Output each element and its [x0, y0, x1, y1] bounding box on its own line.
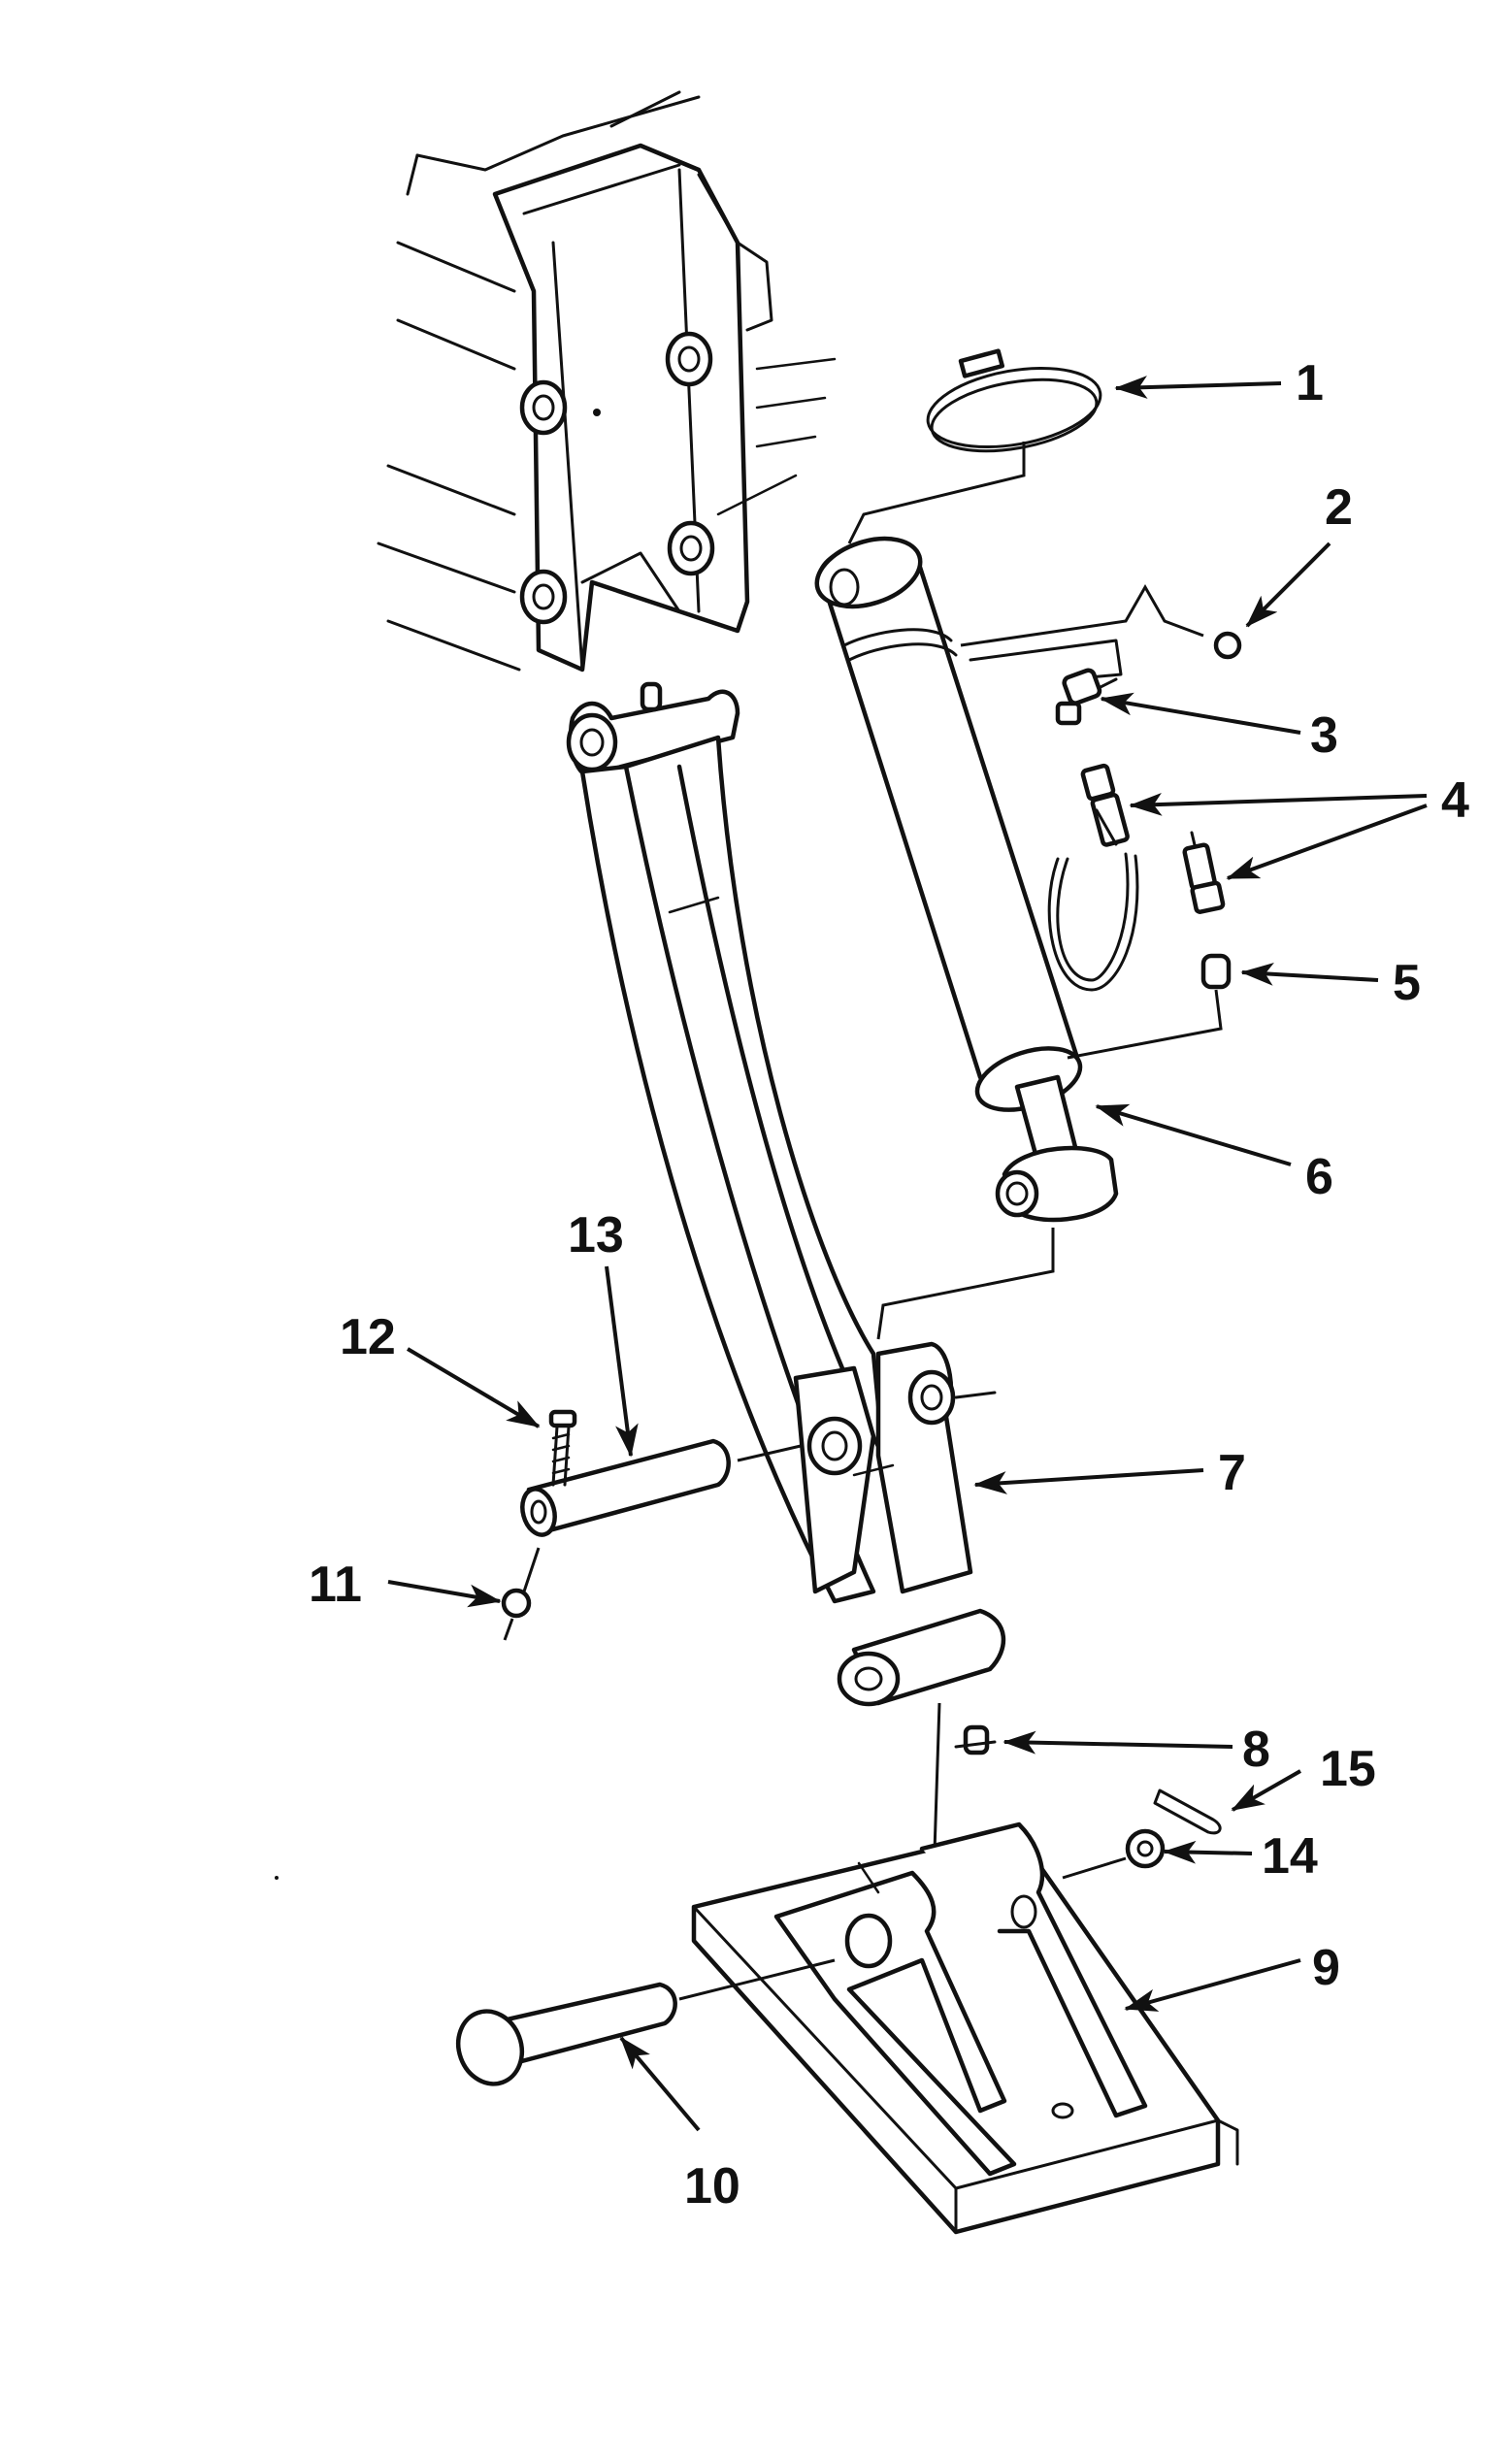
callout-8: 8: [1242, 1722, 1270, 1778]
hose-end-fitting-left: [1080, 763, 1130, 847]
scan-speck: [275, 1876, 279, 1880]
leader-washer-to-base: [1062, 1856, 1127, 1880]
grease-fitting: [954, 1724, 997, 1756]
leader-pin-to-base: [678, 1958, 836, 2001]
lift-arm: [566, 681, 1006, 1707]
leader-ring-to-cylinder: [847, 442, 1026, 544]
elbow-fitting: [1055, 668, 1102, 726]
callout-14: 14: [1262, 1828, 1318, 1885]
hose-and-fittings: [960, 583, 1242, 1060]
leader-pin-to-arm: [737, 1444, 802, 1462]
callout-6: 6: [1305, 1149, 1333, 1205]
callout-arrows: [387, 376, 1428, 2132]
callout-13: 13: [568, 1207, 624, 1263]
callout-2: 2: [1325, 479, 1353, 536]
connector-nut: [1200, 953, 1232, 990]
callout-3: 3: [1310, 707, 1338, 764]
callout-labels: 1 2 3 4 5 6 7 8 9 10 11 12 13 14 15: [309, 355, 1469, 2215]
callout-11: 11: [309, 1557, 362, 1613]
retaining-bolt: [548, 1409, 577, 1487]
callout-10: 10: [684, 2158, 740, 2215]
base-mounting-plate: [691, 1821, 1239, 2235]
clevis-pin: [455, 1982, 677, 2086]
hydraulic-cylinder: [814, 536, 1119, 1223]
callout-9: 9: [1312, 1940, 1340, 1996]
leader-cylinder-to-arm: [876, 1228, 1055, 1340]
frame-mounting-bracket: [377, 90, 837, 673]
callout-1: 1: [1296, 355, 1324, 411]
hose-end-fitting-right: [1182, 831, 1226, 914]
callout-7: 7: [1218, 1445, 1246, 1501]
lock-nut: [501, 1588, 532, 1619]
callout-15: 15: [1320, 1741, 1376, 1797]
callout-5: 5: [1393, 955, 1421, 1011]
callout-12: 12: [340, 1309, 396, 1365]
leader-bolt-to-nut: [522, 1547, 541, 1592]
cotter-pin: [1153, 1788, 1222, 1835]
flat-washer: [1125, 1828, 1166, 1869]
hose-clamp-ring: [926, 348, 1102, 453]
dust-cap: [1213, 631, 1242, 660]
callout-4: 4: [1441, 772, 1469, 829]
arm-pivot-pin: [520, 1438, 731, 1537]
